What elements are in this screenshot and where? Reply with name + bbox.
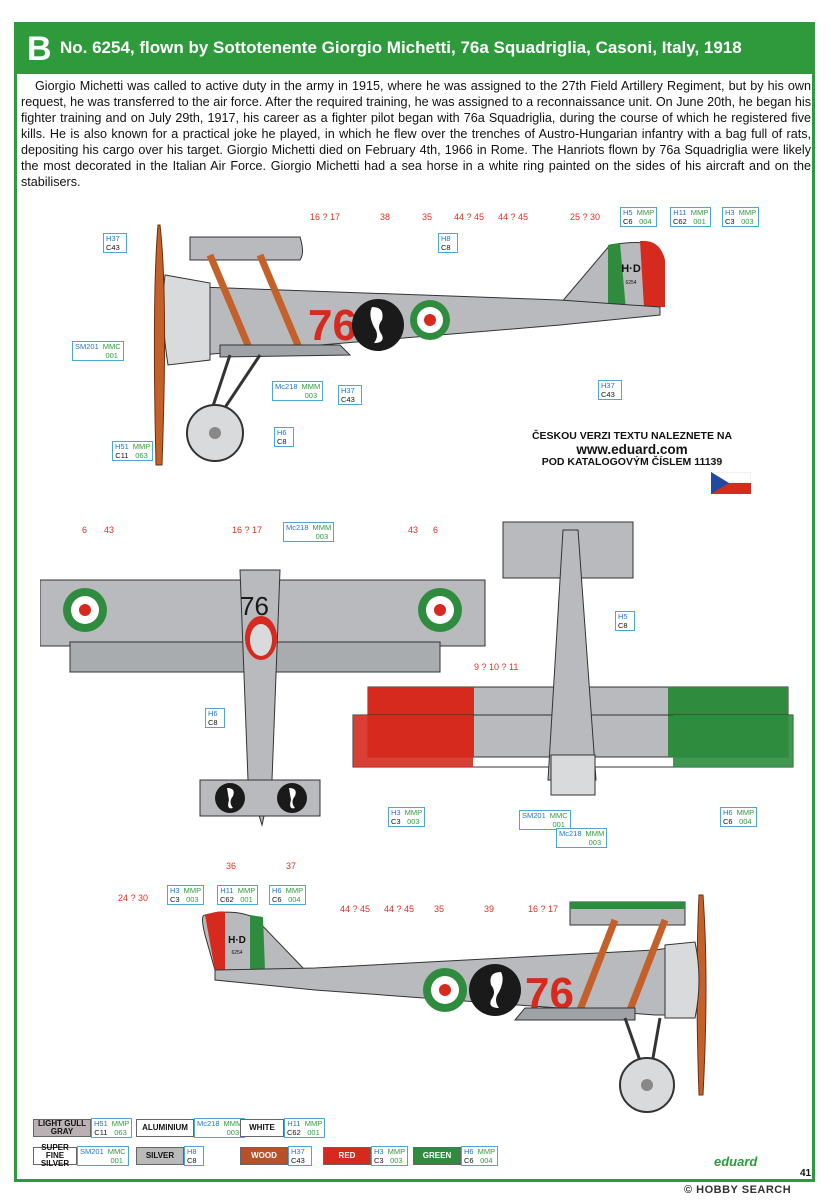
callout-35-a: 35 xyxy=(422,212,433,222)
legend-swatch: RED xyxy=(323,1147,371,1165)
callout-16-17-a: 16 ? 17 xyxy=(310,212,341,222)
legend-swatch: ALUMINIUM xyxy=(136,1119,194,1137)
header-bar xyxy=(14,22,815,74)
czech-url[interactable]: www.eduard.com xyxy=(576,442,688,457)
intro-paragraph: Giorgio Michetti was called to active du… xyxy=(21,79,811,189)
legend-swatch: SILVER xyxy=(136,1147,184,1165)
callout-16-17-b: 16 ? 17 xyxy=(232,525,263,535)
top-wing-code: 76 xyxy=(240,591,269,621)
callout-6-b: 6 xyxy=(433,525,439,535)
callout-44-45-d: 44 ? 45 xyxy=(384,904,415,914)
callout-35-b: 35 xyxy=(434,904,445,914)
callout-37: 37 xyxy=(286,861,297,871)
callout-43-a: 43 xyxy=(104,525,115,535)
callout-16-17-c: 16 ? 17 xyxy=(528,904,559,914)
hobby-search-watermark: © HOBBY SEARCH xyxy=(684,1184,792,1196)
fuselage-code: 76 xyxy=(308,301,357,350)
legend-swatch: LIGHT GULL GRAY xyxy=(33,1119,91,1137)
czech-line3: POD KATALOGOVÝM ČÍSLEM 11139 xyxy=(541,456,723,468)
side-view-left: H·D 6254 76 xyxy=(153,224,665,466)
rudder-code: H·D xyxy=(621,263,641,275)
scheme-title: No. 6254, flown by Sottotenente Giorgio … xyxy=(60,38,742,57)
czech-line1: ČESKOU VERZI TEXTU NALEZNETE NA xyxy=(531,430,733,442)
callout-44-45-a: 44 ? 45 xyxy=(454,212,485,222)
callout-36: 36 xyxy=(226,861,237,871)
scheme-letter: B xyxy=(27,30,52,68)
bottom-view xyxy=(352,521,794,796)
page-number: 41 xyxy=(800,1168,812,1179)
side-view-right: H·D 6254 76 xyxy=(202,894,707,1113)
callout-9-11: 9 ? 10 ? 11 xyxy=(474,662,519,672)
callout-44-45-c: 44 ? 45 xyxy=(340,904,371,914)
callout-39: 39 xyxy=(484,904,495,914)
callout-25-30: 25 ? 30 xyxy=(570,212,601,222)
rudder-serial-2: 6254 xyxy=(231,950,242,956)
rudder-serial: 6254 xyxy=(625,280,636,286)
top-view: 76 xyxy=(40,569,486,827)
callout-6-a: 6 xyxy=(82,525,88,535)
legend-swatch: WHITE xyxy=(240,1119,284,1137)
czech-flag-icon xyxy=(711,472,751,494)
eduard-logo: eduard xyxy=(714,1154,758,1169)
callout-44-45-b: 44 ? 45 xyxy=(498,212,529,222)
legend-swatch: GREEN xyxy=(413,1147,461,1165)
callout-38-a: 38 xyxy=(380,212,391,222)
callout-24-30: 24 ? 30 xyxy=(118,893,149,903)
callout-43-b: 43 xyxy=(408,525,419,535)
intro-text: Giorgio Michetti was called to active du… xyxy=(21,78,811,190)
czech-note: ČESKOU VERZI TEXTU NALEZNETE NA www.edua… xyxy=(508,430,756,469)
legend-swatch: SUPER FINE SILVER xyxy=(33,1144,77,1168)
legend-swatch: WOOD xyxy=(240,1147,288,1165)
rudder-code-2: H·D xyxy=(228,935,246,946)
